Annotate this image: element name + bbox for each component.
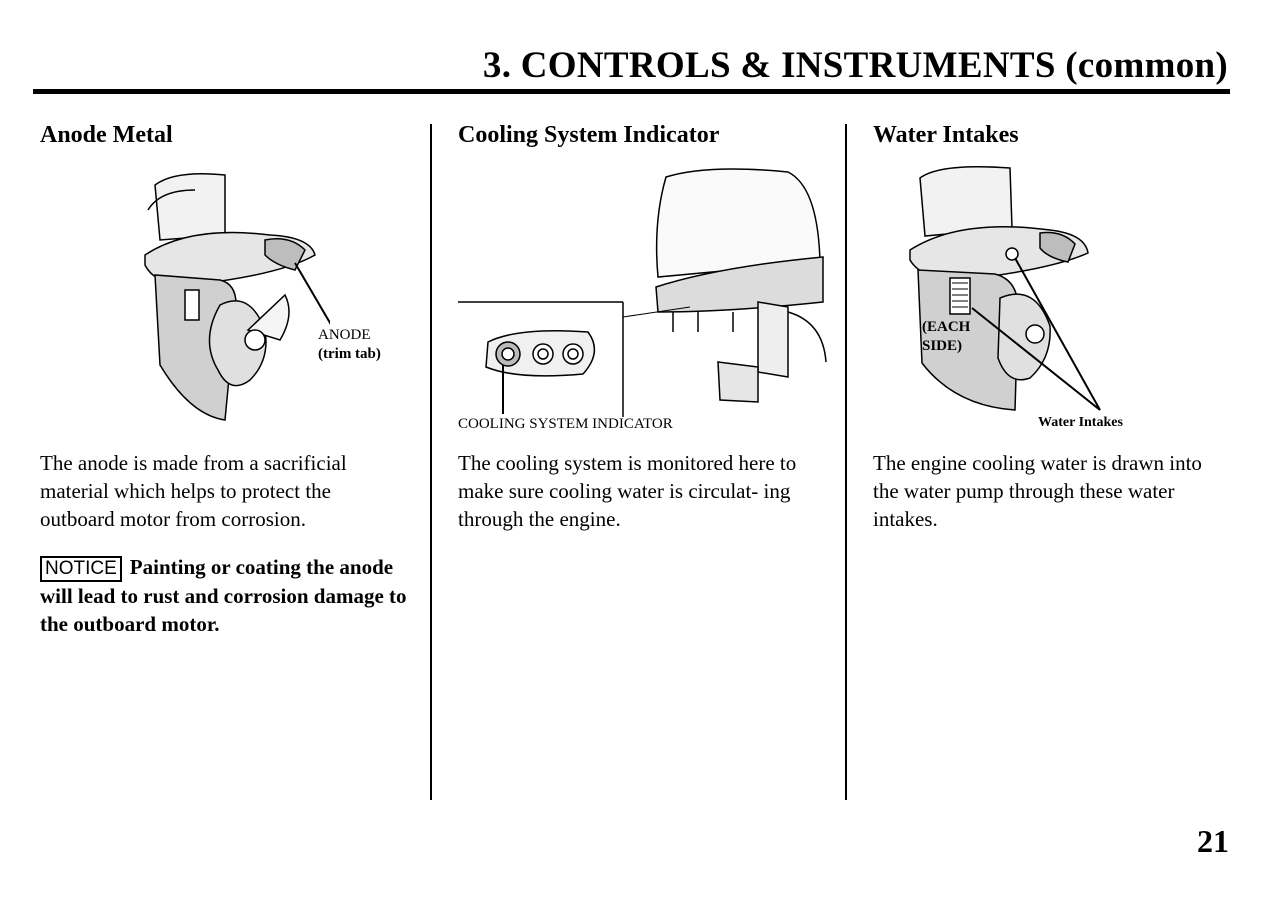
header-rule <box>33 89 1230 94</box>
water-intakes-illustration <box>900 158 1180 418</box>
section-cooling-system: Cooling System Indicator <box>458 122 719 149</box>
anode-body-text: The anode is made from a sacrificial mat… <box>40 451 347 531</box>
water-intakes-each-label: (EACH <box>922 319 971 335</box>
section-heading-water-intakes: Water Intakes <box>873 122 1019 148</box>
cooling-indicator-callout: COOLING SYSTEM INDICATOR <box>458 416 673 432</box>
section-water-intakes: Water Intakes <box>873 122 1019 149</box>
section-heading-anode: Anode Metal <box>40 122 173 148</box>
cooling-indicator-illustration <box>458 162 828 417</box>
water-intakes-callout: Water Intakes <box>1038 415 1123 430</box>
column-divider-1 <box>430 124 432 800</box>
notice-message: Painting or coating the anode will lead … <box>40 555 407 636</box>
page-header-title: 3. CONTROLS & INSTRUMENTS (common) <box>482 45 1228 86</box>
anode-callout-label: ANODE <box>318 327 371 343</box>
notice-badge: NOTICE <box>40 556 122 582</box>
section-heading-cooling: Cooling System Indicator <box>458 122 720 148</box>
anode-illustration <box>130 165 330 430</box>
column-divider-2 <box>845 124 847 800</box>
water-intakes-body-text: The engine cooling water is drawn into t… <box>873 451 1202 531</box>
water-intakes-side-label: SIDE) <box>922 338 963 354</box>
section-anode-metal: Anode Metal <box>40 122 173 149</box>
cooling-body-text: The cooling system is monitored here to … <box>458 451 797 531</box>
page-number: 21 <box>1197 823 1229 859</box>
anode-callout-sublabel: (trim tab) <box>318 346 381 362</box>
